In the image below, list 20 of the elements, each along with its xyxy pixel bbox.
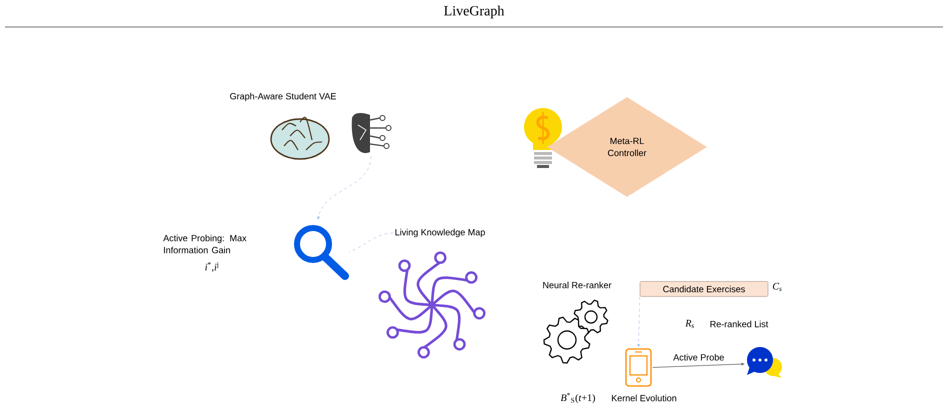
math-label: i$^{*}$,i$^{j}$ bbox=[205, 262, 218, 272]
arrow bbox=[637, 296, 640, 347]
text-label: Kernel Evolution bbox=[612, 394, 676, 402]
heading-label: Graph-Aware Student VAE bbox=[230, 92, 336, 102]
brain-circuit-icon bbox=[352, 113, 392, 154]
edge-label: Active Probe bbox=[672, 352, 726, 362]
magnifier-icon bbox=[294, 225, 349, 280]
text-label: Living Knowledge Map bbox=[395, 228, 485, 238]
variable-label: C$_{s}$ bbox=[772, 282, 782, 292]
math-label: R$_{s}$ bbox=[685, 320, 694, 328]
phone-icon bbox=[625, 348, 652, 387]
chat-bubbles-icon bbox=[747, 346, 782, 378]
text-label: Active Probing: Max Information Gain bbox=[163, 234, 246, 254]
arrow bbox=[317, 156, 372, 220]
text-label: Re-ranked List bbox=[710, 320, 768, 328]
text-label: Neural Re-ranker bbox=[543, 282, 612, 288]
process-box: Candidate Exercises bbox=[640, 281, 768, 297]
math-label: B$^{*}$$_{S}$(t+1) bbox=[560, 392, 595, 404]
connector bbox=[349, 232, 394, 252]
page-title: LiveGraph bbox=[444, 6, 504, 18]
